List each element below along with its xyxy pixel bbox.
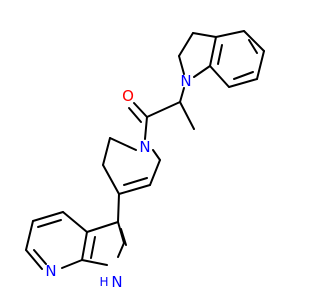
bond xyxy=(81,231,88,261)
bond xyxy=(86,221,119,233)
atom-labels: O N N N H N xyxy=(45,72,191,291)
bond xyxy=(128,107,142,123)
bond xyxy=(192,32,217,38)
bond xyxy=(62,211,88,233)
bond xyxy=(248,39,258,54)
indoline-nitrogen-label: N xyxy=(180,72,191,90)
bond xyxy=(25,249,43,270)
bond xyxy=(179,101,195,130)
pyrrole-hydrogen-label: H xyxy=(99,275,108,289)
bond xyxy=(178,32,194,57)
bond xyxy=(178,55,185,75)
bond xyxy=(144,116,148,140)
bond xyxy=(152,149,161,161)
bond xyxy=(233,71,254,80)
bond xyxy=(120,228,127,246)
bond xyxy=(149,159,161,186)
bond xyxy=(209,36,217,67)
bond xyxy=(102,137,111,166)
bond xyxy=(123,177,148,186)
bonds xyxy=(25,30,265,270)
bond xyxy=(117,193,120,223)
bond xyxy=(32,211,64,222)
bond xyxy=(81,259,108,266)
chemical-structure: O N N N H N xyxy=(25,30,265,291)
bond xyxy=(118,184,151,195)
bond xyxy=(209,65,230,88)
bond xyxy=(243,30,265,52)
bond xyxy=(102,164,120,195)
pyridine-nitrogen-label: N xyxy=(45,262,56,280)
bond xyxy=(90,236,96,259)
bond xyxy=(179,87,185,103)
bond xyxy=(37,219,62,228)
bond xyxy=(215,30,245,38)
bond xyxy=(256,50,265,80)
amide-nitrogen-label: N xyxy=(139,138,150,156)
bond xyxy=(33,249,47,265)
bond xyxy=(61,259,83,269)
bond xyxy=(117,242,125,258)
bond xyxy=(217,44,223,65)
bond xyxy=(146,101,181,118)
bond xyxy=(117,221,125,244)
bond xyxy=(228,78,258,88)
oxygen-atom-label: O xyxy=(122,87,134,105)
bond xyxy=(193,65,211,78)
bond xyxy=(25,220,34,251)
pyrrole-nitrogen-label: N xyxy=(111,273,122,291)
bond xyxy=(133,102,148,118)
bond xyxy=(109,137,137,151)
